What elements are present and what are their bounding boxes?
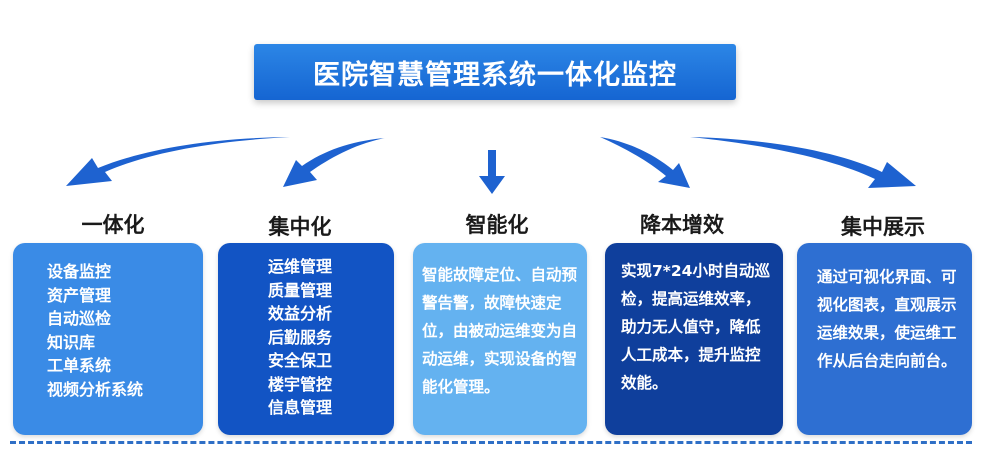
heading-centralization: 集中化: [268, 215, 332, 239]
card-cost-reduction: 实现7*24小时自动巡检，提高运维效率，助力无人值守，降低人工成本，提升监控效能…: [605, 243, 783, 435]
heading-intelligence: 智能化: [465, 213, 529, 237]
card-centralization: 运维管理 质量管理 效益分析 后勤服务 安全保卫 楼宇管控 信息管理: [218, 243, 394, 435]
page-title: 医院智慧管理系统一体化监控: [254, 44, 736, 100]
list-item: 运维管理: [268, 257, 333, 276]
arrow-to-display: [690, 137, 916, 188]
card-integration: 设备监控 资产管理 自动巡检 知识库 工单系统 视频分析系统: [13, 243, 203, 435]
list-item: 后勤服务: [268, 327, 333, 347]
dashed-divider: [10, 441, 972, 444]
list-item: 自动巡检: [47, 309, 112, 328]
arrow-to-centralization: [283, 138, 385, 187]
list-item: 设备监控: [47, 262, 112, 281]
list-item: 质量管理: [268, 280, 333, 300]
list-item: 效益分析: [268, 304, 333, 323]
card-description: 智能故障定位、自动预警告警，故障快速定位，由被动运维变为自动运维，实现设备的智能…: [422, 266, 578, 396]
arrow-to-cost-reduction: [600, 137, 690, 188]
heading-display: 集中展示: [841, 215, 925, 239]
list-item: 知识库: [47, 332, 96, 352]
list-item: 工单系统: [47, 356, 112, 375]
arrow-to-intelligence: [479, 150, 505, 194]
list-item: 楼宇管控: [268, 374, 333, 394]
card-intelligence: 智能故障定位、自动预警告警，故障快速定位，由被动运维变为自动运维，实现设备的智能…: [413, 243, 587, 435]
list-item: 安全保卫: [268, 351, 333, 370]
list-item: 视频分析系统: [47, 379, 144, 399]
card-description: 实现7*24小时自动巡检，提高运维效率，助力无人值守，降低人工成本，提升监控效能…: [621, 262, 770, 392]
card-description: 通过可视化界面、可视化图表，直观展示运维效果，使运维工作从后台走向前台。: [817, 268, 957, 370]
list-item: 信息管理: [268, 398, 333, 417]
list-item: 资产管理: [47, 285, 112, 305]
arrow-to-integration: [66, 137, 290, 186]
card-display: 通过可视化界面、可视化图表，直观展示运维效果，使运维工作从后台走向前台。: [797, 243, 972, 435]
heading-cost-reduction: 降本增效: [640, 213, 724, 237]
heading-integration: 一体化: [81, 213, 145, 237]
